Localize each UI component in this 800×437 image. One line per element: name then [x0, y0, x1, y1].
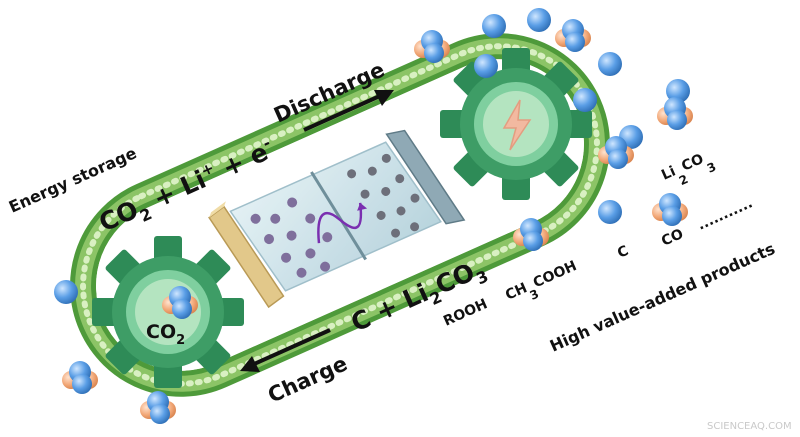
high-value-products-label: High value-added products [547, 239, 778, 356]
co2-molecule-icon [172, 299, 192, 319]
co2-molecule-icon [598, 52, 622, 76]
product-co: CO [659, 226, 686, 250]
co2-molecule-icon [608, 149, 628, 169]
product-ch3cooh: CH3COOH [503, 258, 583, 312]
gear-co2-label: CO2 [146, 321, 185, 348]
co2-molecule-icon [54, 280, 78, 304]
co2-molecule-icon [527, 8, 551, 32]
lightning-gear-icon [440, 48, 592, 200]
product-dots: ........... [695, 195, 755, 233]
molecules [54, 8, 693, 424]
co2-molecule-icon [598, 200, 622, 224]
co2-molecule-icon [474, 54, 498, 78]
watermark: SCIENCEAQ.COM [707, 421, 792, 432]
co2-molecule-icon [573, 88, 597, 112]
co2-molecule-icon [667, 110, 687, 130]
co2-molecule-icon [72, 374, 92, 394]
battery-cell [208, 129, 466, 309]
product-c: C [615, 243, 631, 262]
co2-molecule-icon [662, 206, 682, 226]
arrow-right-icon [303, 90, 394, 132]
co2-molecule-icon [424, 43, 444, 63]
product-rooh: ROOH [441, 296, 490, 329]
arrow-left-icon [240, 328, 331, 372]
product-li2co3: Li2CO3 [659, 148, 718, 194]
co2-molecule-icon [565, 32, 585, 52]
co2-molecule-icon [482, 14, 506, 38]
co2-molecule-icon [150, 404, 170, 424]
co2-molecule-icon [523, 231, 543, 251]
co2-molecule-icon [666, 79, 690, 103]
